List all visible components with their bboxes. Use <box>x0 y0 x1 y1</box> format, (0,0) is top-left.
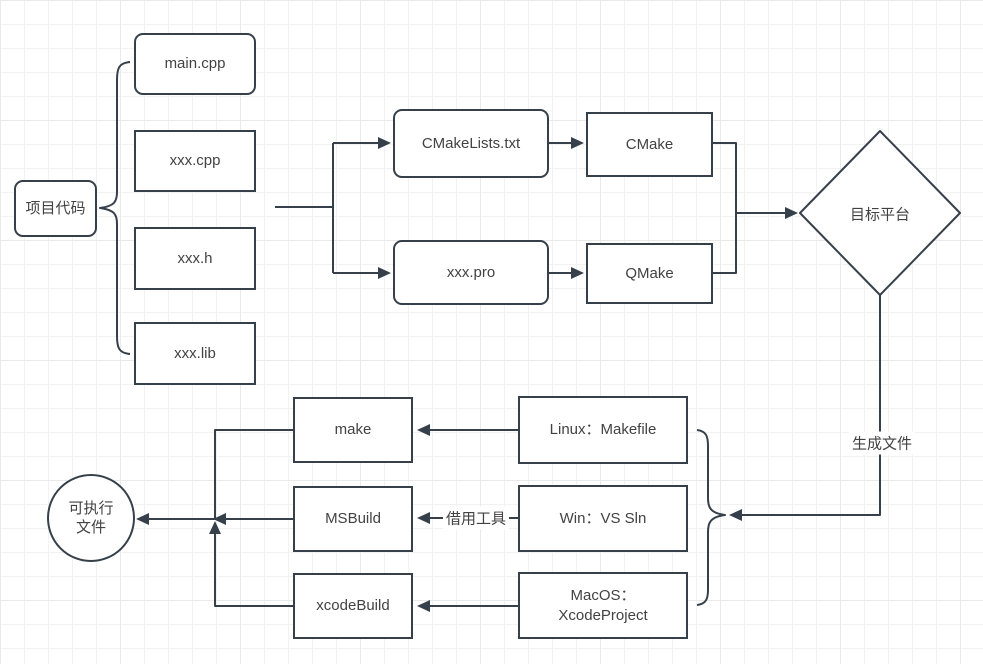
node-xxx-lib[interactable]: xxx.lib <box>134 322 256 385</box>
arrowhead-to-os-brace <box>729 509 742 521</box>
arrowhead-xcodebuild-junction <box>209 521 221 534</box>
node-label: CMakeLists.txt <box>421 134 521 152</box>
edge-platform-generate-files <box>740 295 881 516</box>
node-make[interactable]: make <box>293 397 413 463</box>
node-win-vs-sln[interactable]: Win：VS Sln <box>518 485 688 552</box>
node-label: xxx.pro <box>446 263 496 281</box>
node-label: xxx.lib <box>174 344 216 362</box>
node-executable[interactable]: 可执行 文件 <box>47 474 135 562</box>
edge-xcodebuild-to-junction <box>214 529 293 607</box>
node-label: xxx.cpp <box>169 152 221 170</box>
node-label: Linux：Makefile <box>549 421 657 439</box>
node-label: xxx.h <box>177 249 213 267</box>
edge-files-to-configs <box>275 142 385 274</box>
node-main-cpp[interactable]: main.cpp <box>134 33 256 95</box>
arrowhead-to-xcodebuild <box>417 600 430 612</box>
node-label: CMake <box>625 135 674 153</box>
node-label: 可执行 文件 <box>68 499 114 537</box>
brace-project-files <box>99 61 131 355</box>
arrowhead-to-xxxpro <box>378 267 391 279</box>
arrowhead-to-msbuild <box>417 512 430 524</box>
node-cmake[interactable]: CMake <box>586 112 713 177</box>
node-label: make <box>334 421 372 439</box>
node-msbuild[interactable]: MSBuild <box>293 486 413 552</box>
node-project-code[interactable]: 项目代码 <box>14 180 97 237</box>
arrowhead-to-qmake <box>571 267 584 279</box>
node-macos-xcodeproject[interactable]: MacOS： XcodeProject <box>518 572 688 639</box>
node-label: MSBuild <box>325 510 381 528</box>
node-xxx-cpp[interactable]: xxx.cpp <box>134 130 256 192</box>
node-xxx-pro[interactable]: xxx.pro <box>393 240 549 305</box>
target-platform-label: 目标平台 <box>849 206 911 224</box>
node-xxx-h[interactable]: xxx.h <box>134 227 256 290</box>
node-cmakelists[interactable]: CMakeLists.txt <box>393 109 549 178</box>
node-label: MacOS： XcodeProject <box>558 587 648 624</box>
node-qmake[interactable]: QMake <box>586 243 713 304</box>
edge-tools-merge <box>713 142 791 274</box>
node-label: Win：VS Sln <box>559 509 647 527</box>
edge-make-to-executable <box>143 429 293 520</box>
arrowhead-to-cmake <box>571 137 584 149</box>
node-target-platform-shape[interactable] <box>799 130 961 296</box>
arrowhead-to-make <box>417 424 430 436</box>
arrowhead-to-cmakelists <box>378 137 391 149</box>
node-label: 项目代码 <box>25 199 86 217</box>
node-xcodebuild[interactable]: xcodeBuild <box>293 573 413 639</box>
edge-label-borrow-tools: 借用工具 <box>442 506 510 530</box>
node-linux-makefile[interactable]: Linux：Makefile <box>518 396 688 464</box>
arrowhead-to-target-platform <box>785 207 798 219</box>
edge-label-generate-files: 生成文件 <box>848 431 916 455</box>
brace-os-projects <box>696 429 726 606</box>
node-label: xcodeBuild <box>316 597 390 615</box>
node-label: main.cpp <box>164 55 226 73</box>
arrowhead-to-executable <box>136 513 149 525</box>
arrowhead-msbuild-junction <box>213 513 226 525</box>
node-label: QMake <box>625 264 674 282</box>
